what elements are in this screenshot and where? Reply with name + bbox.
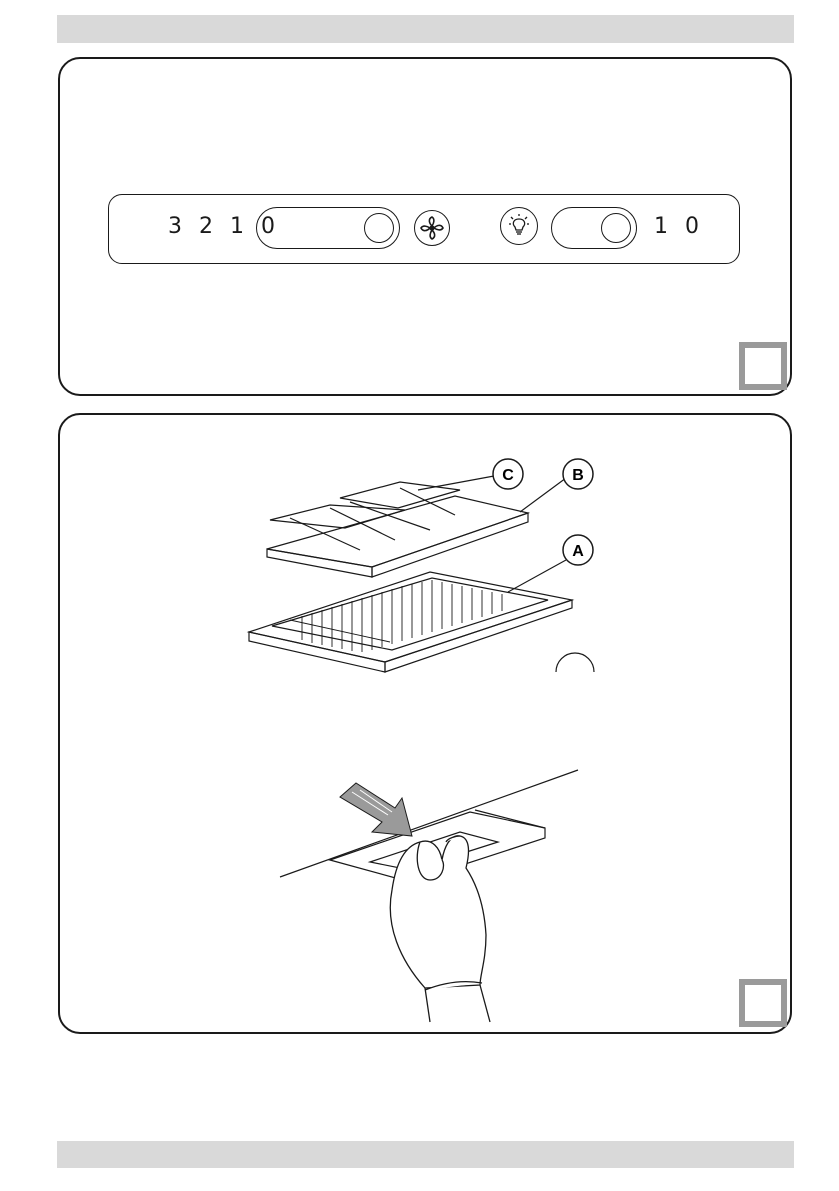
leader-line-a [508,560,566,592]
hand-icon [390,836,490,1022]
filter-frame-a [249,572,572,672]
callout-a: A [572,543,584,560]
callout-c: C [502,467,514,484]
cropped-callout [556,653,594,672]
leader-line-c [418,476,494,490]
callout-b: B [572,467,584,484]
figure-number-box-2 [739,979,787,1027]
push-arrow-icon [340,783,412,836]
leader-line-b [520,478,566,512]
footer-bar [57,1141,794,1168]
